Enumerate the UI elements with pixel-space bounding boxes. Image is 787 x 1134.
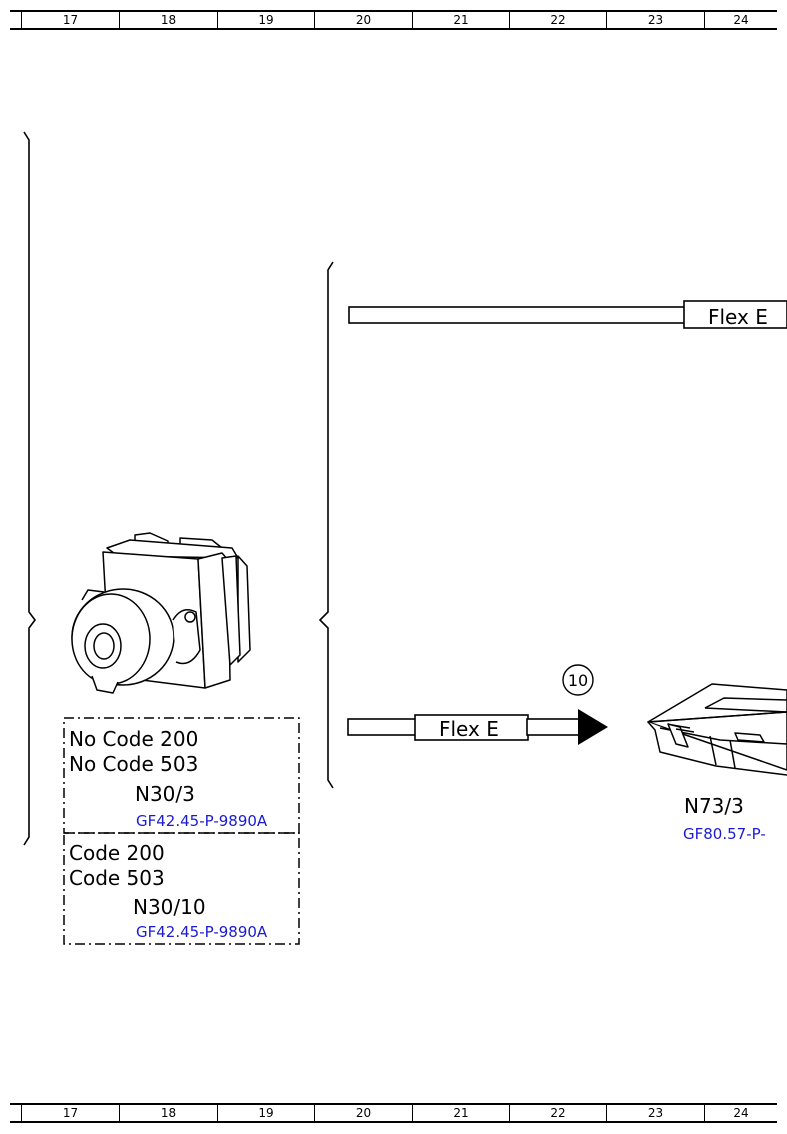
direction-arrow — [578, 709, 608, 745]
variant-a-component: N30/3 — [135, 782, 195, 806]
ruler-col-24: 24 — [733, 13, 749, 27]
top-cable: Flex E — [348, 300, 787, 329]
ruler-lead-cell — [10, 12, 22, 28]
ruler-col-20: 20 — [315, 12, 413, 28]
variant-b-component: N30/10 — [133, 895, 206, 919]
bottom-cable: Flex E — [347, 709, 608, 745]
variant-box-a: No Code 200 No Code 503 N30/3 GF42.45-P-… — [63, 717, 300, 834]
ruler-col-19: 19 — [218, 12, 315, 28]
ruler-col-20: 20 — [315, 1105, 413, 1121]
variant-a-line2: No Code 503 — [69, 752, 198, 776]
ruler-col-17: 17 — [22, 12, 120, 28]
ruler-col-23: 23 — [607, 12, 705, 28]
ruler-col-18: 18 — [120, 12, 218, 28]
control-module-icon — [647, 683, 787, 776]
variant-b-line2: Code 503 — [69, 866, 165, 890]
marker-number: 10 — [568, 671, 588, 690]
variant-box-b: Code 200 Code 503 N30/10 GF42.45-P-9890A — [63, 832, 300, 945]
module-ref-link[interactable]: GF80.57-P- — [683, 825, 766, 843]
variant-b-line1: Code 200 — [69, 841, 165, 865]
circled-marker: 10 — [562, 664, 594, 696]
ruler-col-21: 21 — [413, 1105, 510, 1121]
ruler-col-22: 22 — [510, 1105, 607, 1121]
ruler-col-23: 23 — [607, 1105, 705, 1121]
inner-brace — [318, 261, 334, 789]
variant-a-ref-link[interactable]: GF42.45-P-9890A — [136, 812, 268, 830]
ruler-col-22: 22 — [510, 12, 607, 28]
ruler-col-18: 18 — [120, 1105, 218, 1121]
ruler-col-21: 21 — [413, 12, 510, 28]
column-ruler-top: 17 18 19 20 21 22 23 24 — [10, 10, 777, 30]
pump-unit-icon — [71, 532, 251, 694]
ruler-col-19: 19 — [218, 1105, 315, 1121]
column-ruler-bottom: 17 18 19 20 21 22 23 24 — [10, 1103, 777, 1123]
variant-a-line1: No Code 200 — [69, 727, 198, 751]
outer-brace — [23, 131, 36, 846]
variant-b-ref-link[interactable]: GF42.45-P-9890A — [136, 923, 268, 941]
ruler-lead-cell — [10, 1105, 22, 1121]
module-component: N73/3 — [684, 794, 744, 818]
flex-e-label-bottom: Flex E — [439, 717, 499, 741]
flex-e-label-top: Flex E — [708, 305, 768, 329]
ruler-col-17: 17 — [22, 1105, 120, 1121]
ruler-col-24: 24 — [733, 1106, 749, 1120]
